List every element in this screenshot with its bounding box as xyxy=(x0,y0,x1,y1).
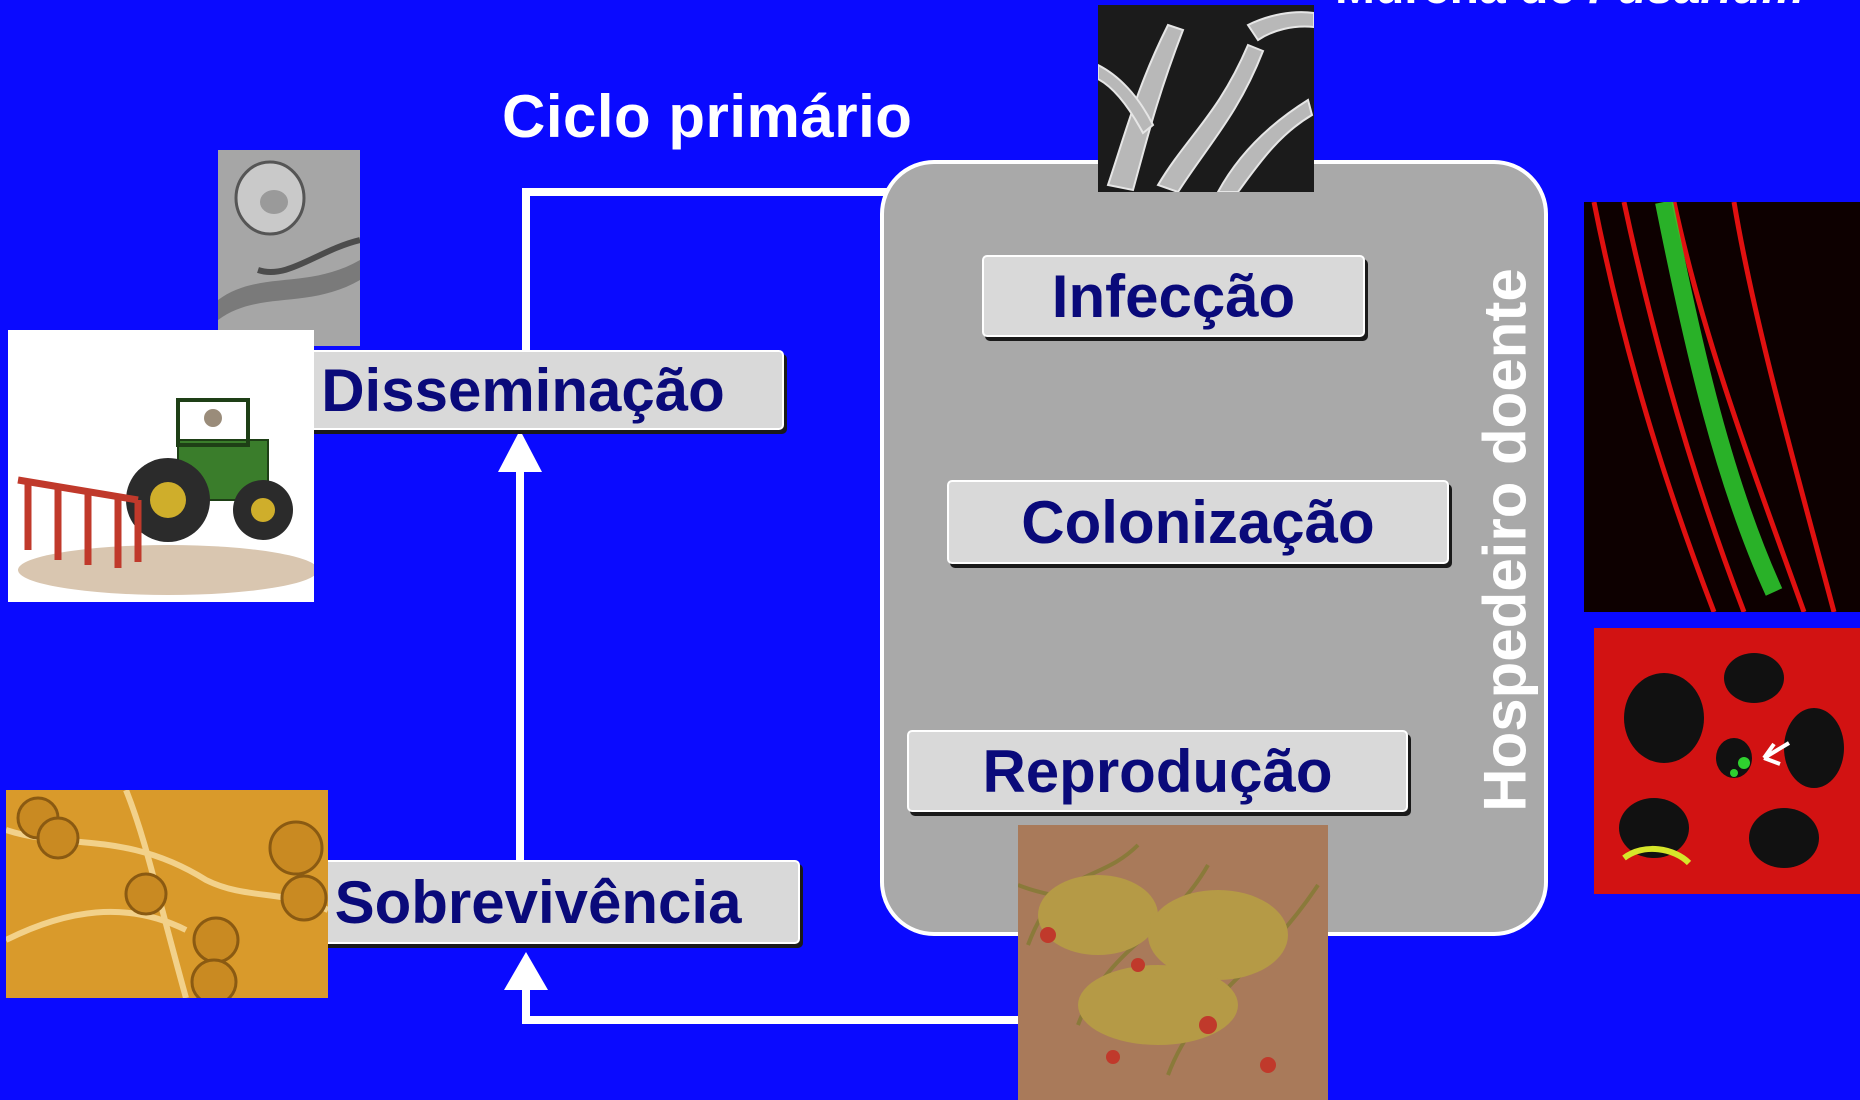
top-caption: Murcha de Fusarium xyxy=(1335,0,1804,15)
confocal-root-longitudinal-photo xyxy=(1584,202,1860,612)
page-title: Ciclo primário xyxy=(502,83,913,150)
tractor-illustration xyxy=(8,330,314,602)
wilted-tomato-field-photo xyxy=(1018,825,1328,1100)
arrowhead-up-sobrevivencia xyxy=(504,952,548,990)
arrowhead-up-disseminacao xyxy=(498,430,542,472)
stage-disseminacao: Disseminação xyxy=(262,350,784,430)
arrow-field-to-sobrevivencia xyxy=(522,975,1025,1024)
stage-reproducao: Reprodução xyxy=(907,730,1408,812)
stage-sobrevivencia: Sobrevivência xyxy=(276,860,800,944)
stage-colonizacao: Colonização xyxy=(947,480,1449,564)
confocal-cross-section-photo xyxy=(1594,628,1860,894)
stage-infeccao: Infecção xyxy=(982,255,1365,337)
host-label: Hospedeiro doente xyxy=(1471,268,1539,812)
spore-micrograph-photo xyxy=(218,150,360,346)
caption-prefix: Murcha de xyxy=(1335,0,1588,14)
sem-hyphae-photo xyxy=(1098,5,1314,192)
chlamydospore-micrograph-photo xyxy=(6,790,328,998)
caption-genus: Fusarium xyxy=(1588,0,1804,14)
